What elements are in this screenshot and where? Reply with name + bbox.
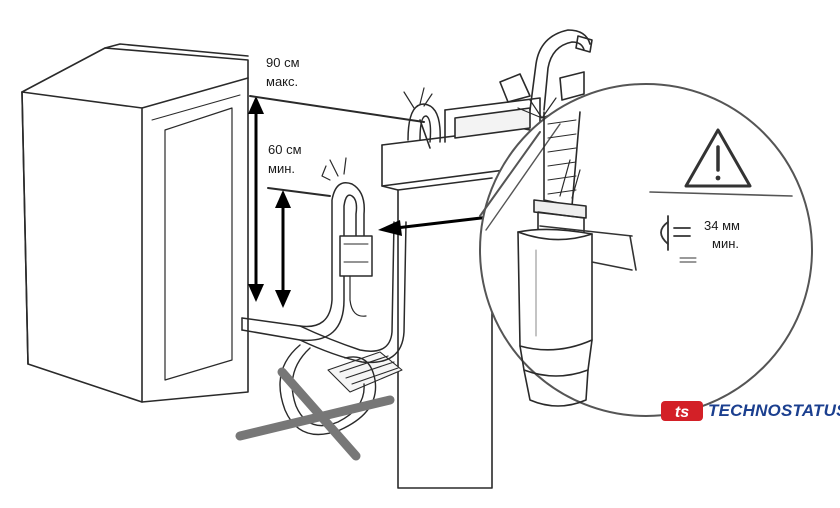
min-height-caption: мин. [268, 161, 295, 176]
washing-machine [21, 43, 249, 403]
max-height-caption: макс. [266, 74, 299, 89]
drain-hose [241, 182, 407, 364]
centerline-symbol-icon [660, 215, 697, 263]
forbidden-cross [235, 367, 395, 461]
warning-icon [684, 128, 752, 188]
sink-cabinet [381, 97, 541, 489]
height-arrows [248, 96, 291, 308]
pointer-arrow [378, 214, 500, 236]
faucet [499, 29, 593, 111]
min-height-value: 60 см [268, 142, 302, 157]
hose-hook [321, 87, 441, 181]
height-reference-lines [249, 95, 425, 197]
floor-drain [327, 351, 403, 393]
gap-size-caption: мин. [712, 236, 739, 251]
brand-logo: ts TECHNOSTATUS [660, 396, 840, 426]
brand-monogram: ts [675, 404, 689, 421]
gap-size-value: 34 мм [704, 218, 740, 233]
brand-name: TECHNOSTATUS [708, 401, 840, 420]
detail-circle [479, 83, 813, 417]
brand-monogram-icon: ts [661, 401, 703, 421]
max-height-value: 90 см [266, 55, 300, 70]
